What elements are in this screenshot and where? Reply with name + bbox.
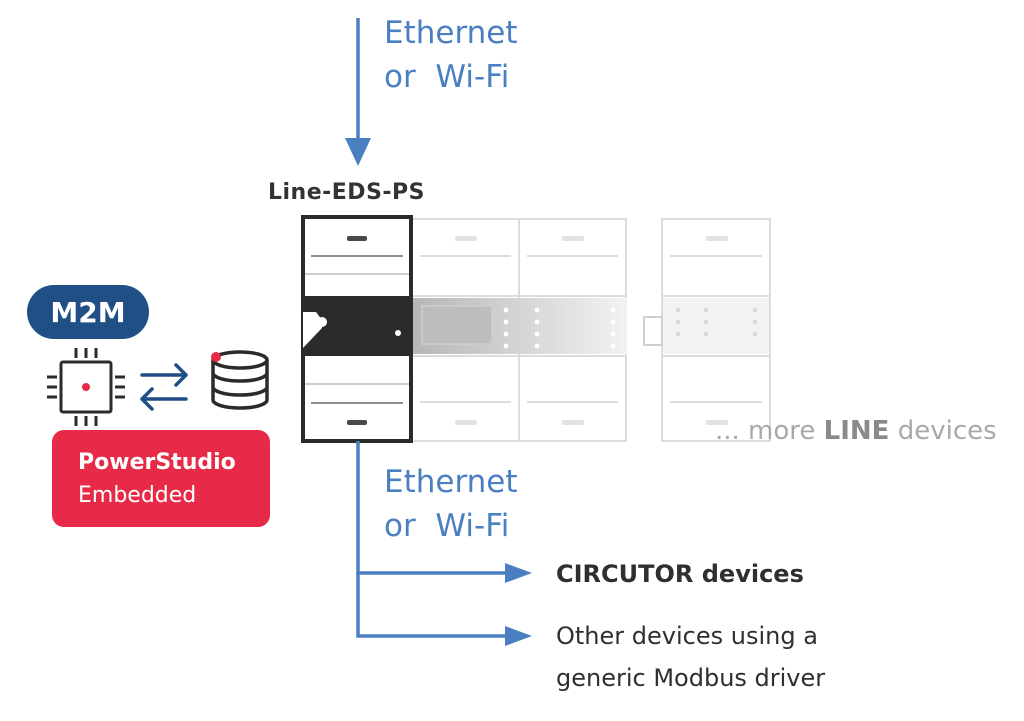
top-connection-label-line2: or Wi-Fi	[384, 59, 510, 95]
arrow-right-icon	[505, 563, 532, 583]
arrow-right-icon	[505, 626, 532, 646]
more-devices-prefix: ... more	[715, 416, 824, 446]
other-devices-label-line1: Other devices using a	[556, 622, 818, 650]
module-slots	[455, 236, 728, 425]
powerstudio-title: PowerStudio	[78, 450, 236, 475]
bottom-connections	[356, 441, 510, 638]
database-status-dot	[211, 352, 221, 362]
other-devices-label-line2: generic Modbus driver	[556, 664, 826, 692]
more-devices-label: ... more LINE devices	[715, 418, 997, 444]
circutor-devices-label: CIRCUTOR devices	[556, 560, 804, 588]
more-devices-suffix: devices	[889, 416, 997, 446]
chip-core-dot	[82, 383, 90, 391]
sync-arrows-icon	[140, 363, 188, 411]
bottom-connection-label-line1: Ethernet	[384, 464, 518, 500]
module-leds-far	[675, 307, 758, 337]
device-title: Line-EDS-PS	[268, 180, 426, 205]
arrow-down-icon	[345, 138, 371, 166]
module-display	[421, 305, 493, 345]
m2m-badge: M2M	[27, 285, 149, 339]
powerstudio-box: PowerStudio Embedded	[52, 430, 270, 527]
module-band-far	[663, 298, 769, 354]
top-connection-arrow	[345, 18, 371, 166]
database-icon	[211, 350, 269, 410]
module-leds	[503, 307, 616, 349]
top-connection-label-line1: Ethernet	[384, 15, 518, 51]
top-connection-label: Ethernet or Wi-Fi	[384, 18, 518, 106]
powerstudio-subtitle: Embedded	[78, 483, 197, 508]
line-eds-ps-device	[301, 215, 413, 443]
more-devices-highlight: LINE	[823, 416, 890, 446]
bottom-connection-label: Ethernet or Wi-Fi	[384, 467, 518, 555]
chip-icon	[47, 348, 125, 426]
bottom-connection-label-line2: or Wi-Fi	[384, 508, 510, 544]
